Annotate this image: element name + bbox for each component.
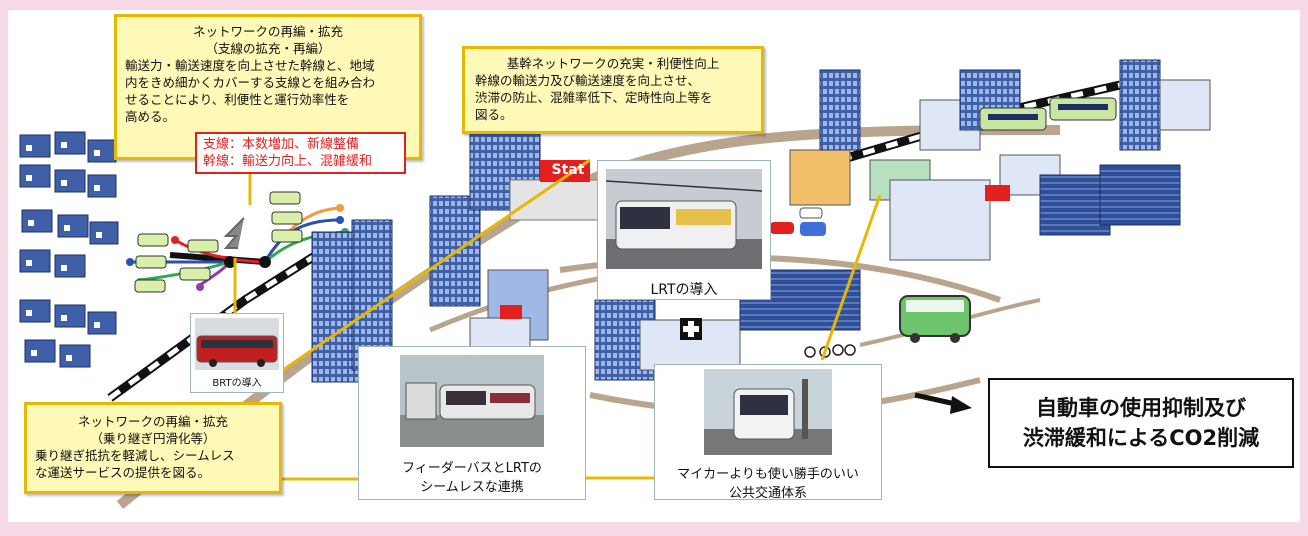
callout-title: ネットワークの再編・拡充 [77,414,228,429]
feeder-bus-lrt-image [400,355,544,447]
small-buses [134,191,303,293]
branch-trunk-note: 支線：本数増加、新線整備 幹線：輸送力向上、混雑緩和 [195,132,406,174]
cars [770,207,826,236]
callout-title: 基幹ネットワークの充実・利便性向上 [506,56,720,71]
callout-body-line: 輸送力・輸送速度を向上させた幹線と、地域 [125,58,375,73]
public-bus-image [704,369,832,455]
callout-transfer: ネットワークの再編・拡充 （乗り継ぎ円滑化等） 乗り継ぎ抵抗を軽減し、シームレス… [24,402,282,494]
callout-subtitle: （支線の拡充・再編） [205,41,331,56]
residential-houses [19,131,119,368]
brt-bus-image [195,318,279,370]
callout-body-line: せることにより、利便性と運行効率性を [125,92,350,107]
callout-body-line: 渋滞の防止、混雑率低下、定時性向上等を [475,90,713,105]
callout-body-line: 乗り継ぎ抵抗を軽減し、シームレス [35,448,235,463]
callout-network-branch: ネットワークの再編・拡充 （支線の拡充・再編） 輸送力・輸送速度を向上させた幹線… [114,14,422,160]
result-line: 渋滞緩和によるCO2削減 [1022,426,1260,450]
result-arrow-icon [914,392,972,414]
photo-caption: BRTの導入 [212,378,262,389]
trunk-note-line: 幹線：輸送力向上、混雑緩和 [203,154,373,169]
callout-body-line: 内をきめ細かくカバーする支線とを組み合わ [125,75,376,90]
photo-caption-line: マイカーよりも使い勝手のいい [677,467,859,482]
photo-lrt: LRTの導入 [597,160,771,300]
pointer-arrow [223,217,245,249]
result-box: 自動車の使用抑制及び 渋滞緩和によるCO2削減 [988,378,1294,468]
callout-subtitle: （乗り継ぎ円滑化等） [90,431,216,446]
photo-brt: BRTの導入 [190,313,284,393]
trains [979,97,1117,131]
callout-body-line: な運送サービスの提供を図る。 [35,465,211,480]
bicycles [804,344,856,358]
photo-caption: LRTの導入 [650,282,718,298]
photo-feeder: フィーダーバスとLRTの シームレスな連携 [358,346,586,500]
callout-title: ネットワークの再編・拡充 [192,24,343,39]
lrt-tram-image [605,169,763,269]
callout-body-line: 高める。 [125,109,176,124]
photo-caption-line: 公共交通体系 [728,486,807,501]
callout-trunk-network: 基幹ネットワークの充実・利便性向上 幹線の輸送力及び輸送速度を向上させ、 渋滞の… [462,46,764,134]
connector-lines [233,158,882,481]
result-line: 自動車の使用抑制及び [1036,396,1246,420]
callout-body-line: 幹線の輸送力及び輸送速度を向上させ、 [475,73,701,88]
callout-body-line: 図る。 [475,107,513,122]
photo-caption-line: シームレスな連携 [420,480,524,495]
branch-note-line: 支線：本数増加、新線整備 [203,137,360,152]
green-bus [899,295,971,343]
photo-caption-line: フィーダーバスとLRTの [402,461,542,476]
photo-public-transport: マイカーよりも使い勝手のいい 公共交通体系 [654,364,882,501]
station-sign: Stat [551,162,585,178]
